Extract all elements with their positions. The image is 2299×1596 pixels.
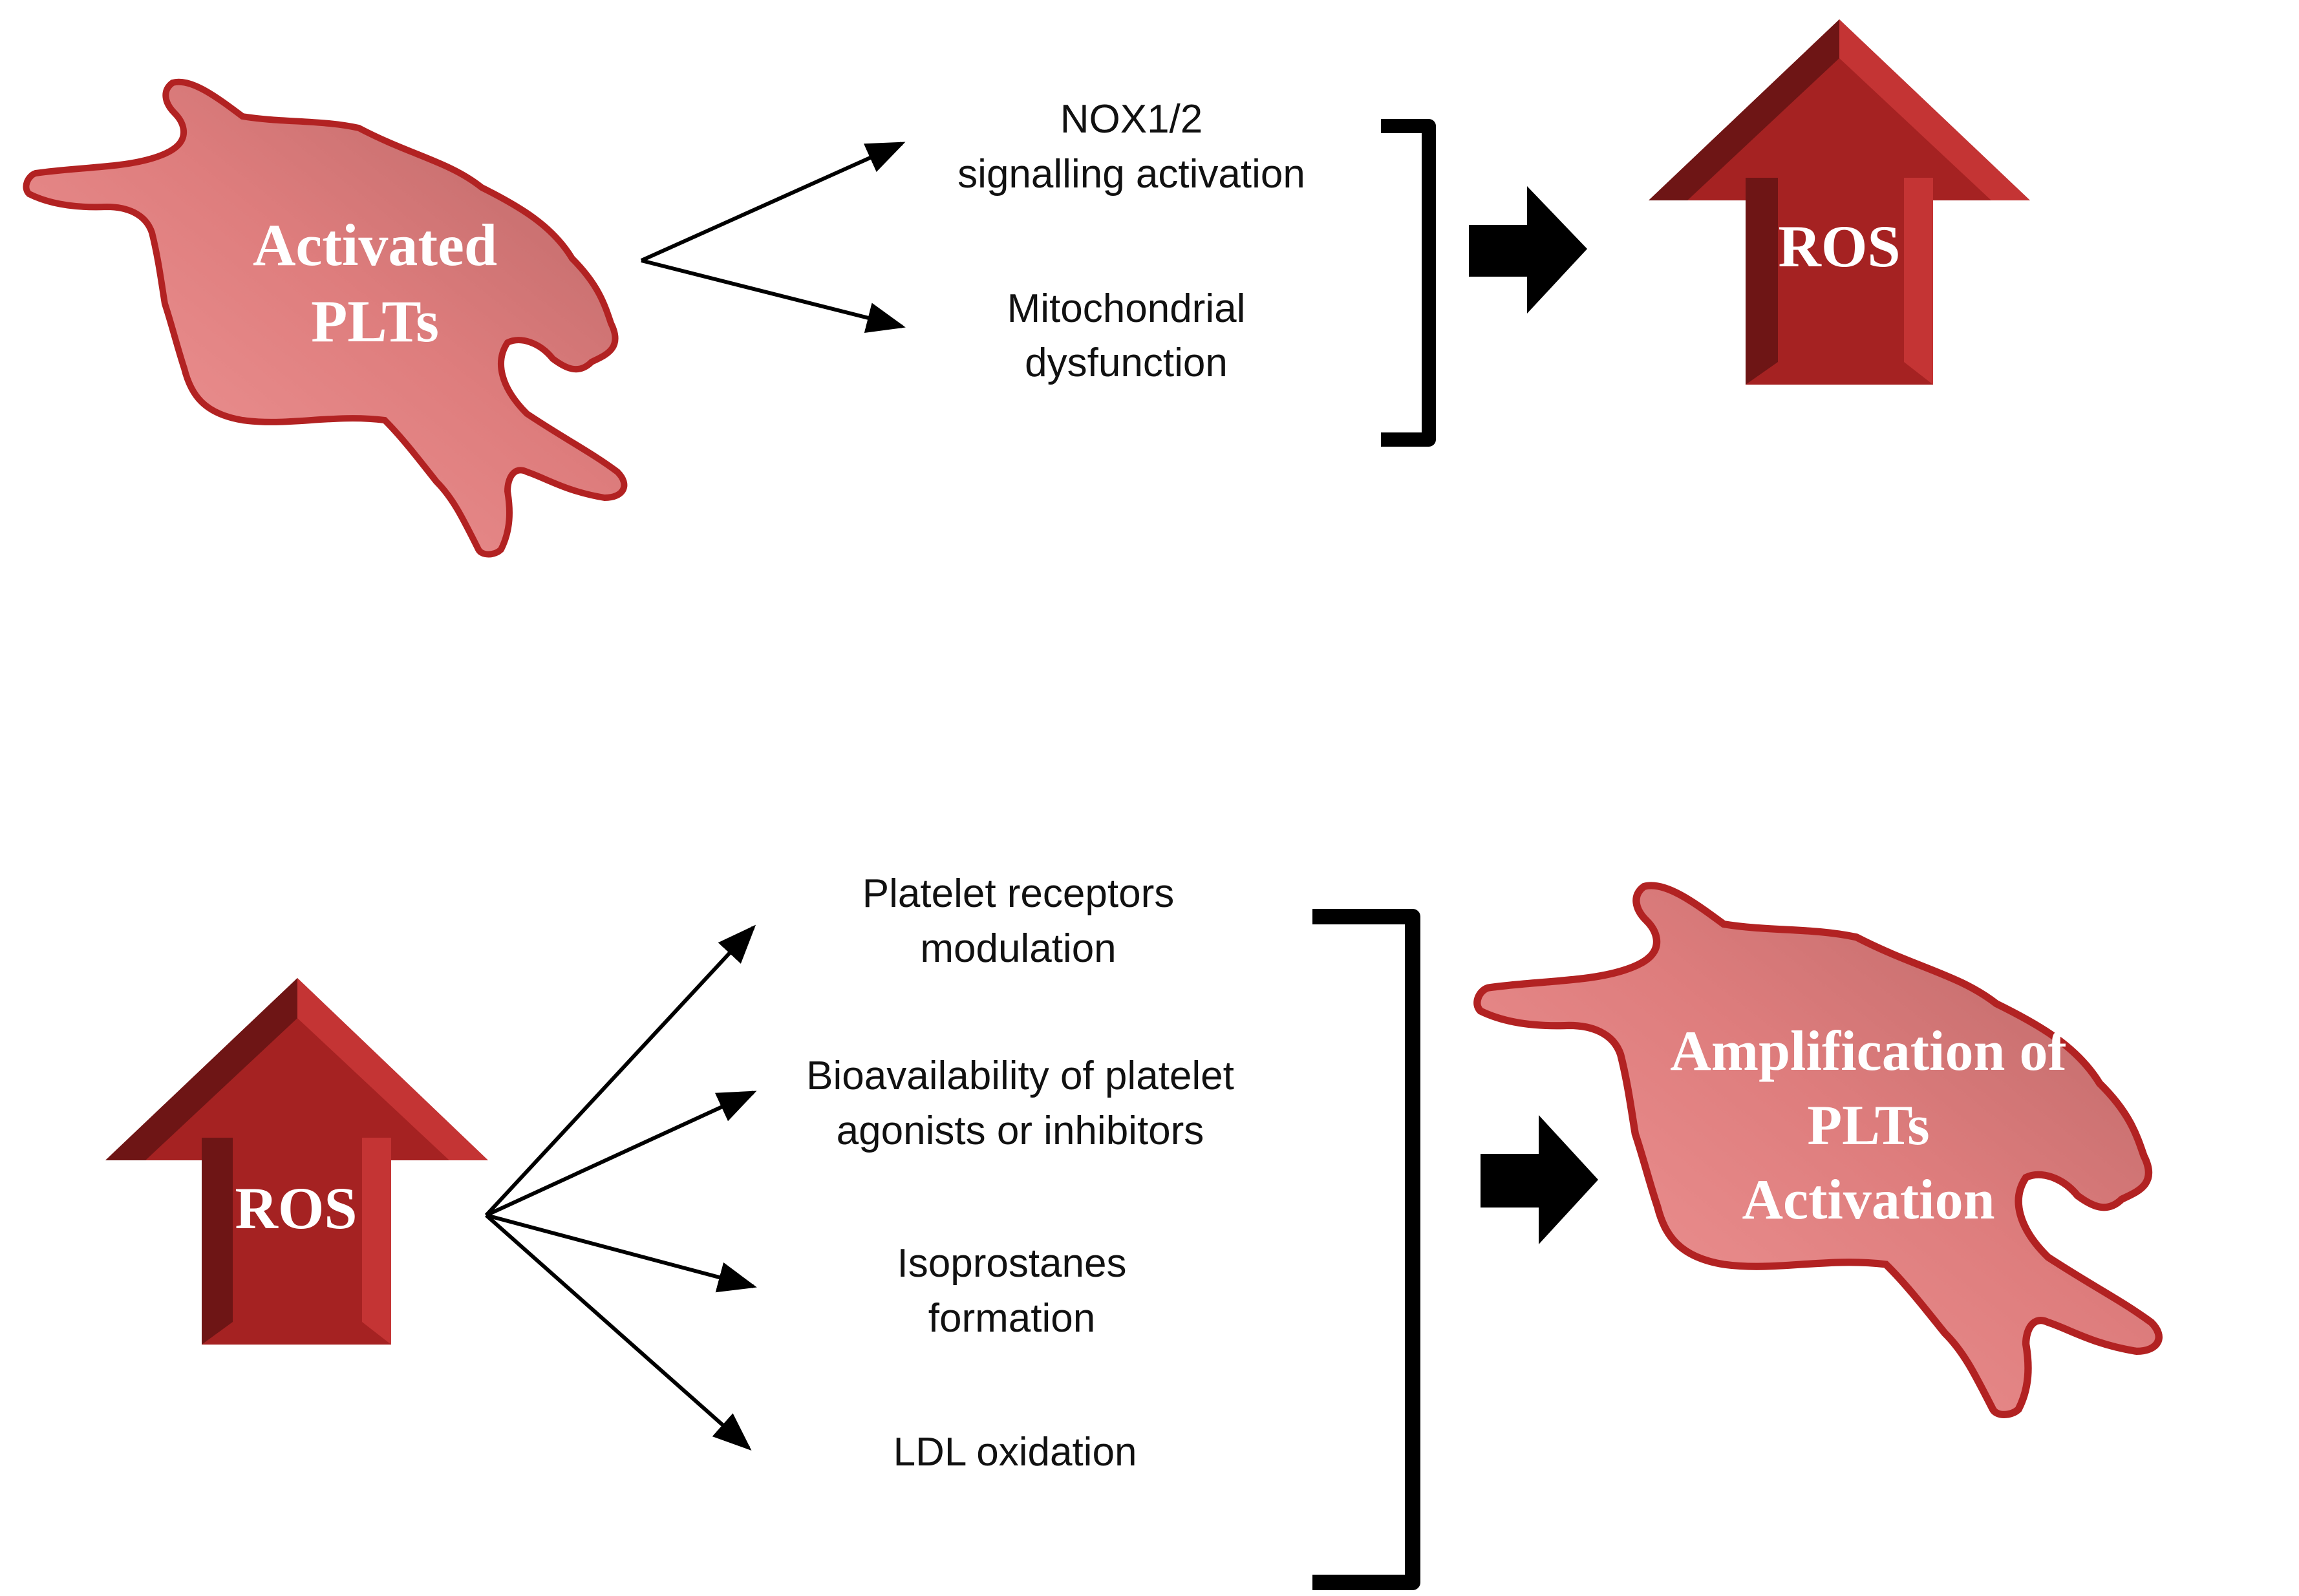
- arrow-to-nox: [640, 142, 906, 262]
- nox-label-line1: NOX1/2: [1060, 97, 1203, 142]
- ros-up-arrow-bottom: ROS: [105, 978, 488, 1345]
- activated-plts-label-line2: PLTs: [311, 288, 439, 354]
- item-ldl-line1: LDL oxidation: [893, 1430, 1137, 1474]
- amplification-label-line3: Activation: [1742, 1169, 1994, 1231]
- bottom-branch-arrows: [484, 924, 757, 1451]
- top-block-arrow: [1469, 186, 1587, 314]
- bottom-bracket: [1312, 909, 1420, 1590]
- arrow-to-isoprostanes: [486, 1213, 757, 1293]
- top-branch-arrows: [640, 142, 906, 334]
- item-bioavailability-line1: Bioavailability of platelet: [806, 1054, 1234, 1098]
- item-receptors-line1: Platelet receptors: [862, 871, 1174, 916]
- item-receptors-line2: modulation: [920, 926, 1116, 971]
- amplification-label-line2: PLTs: [1807, 1094, 1929, 1157]
- arrow-to-bioavailability: [485, 1091, 757, 1217]
- ros-up-arrow-top: ROS: [1649, 19, 2030, 385]
- ros-label-bottom: ROS: [235, 1175, 357, 1241]
- mitochondrial-label-line2: dysfunction: [1025, 341, 1228, 385]
- top-bracket: [1381, 119, 1436, 447]
- item-isoprostanes-line1: Isoprostanes: [897, 1241, 1127, 1286]
- amplification-cell: Amplification of PLTs Activation: [1477, 886, 2159, 1415]
- arrow-to-ldl: [485, 1213, 752, 1451]
- bottom-block-arrow: [1481, 1115, 1598, 1244]
- arrow-to-receptors: [484, 924, 756, 1217]
- mitochondrial-label-line1: Mitochondrial: [1007, 286, 1246, 331]
- activated-plts-label-line1: Activated: [253, 212, 497, 278]
- nox-label-line2: signalling activation: [957, 152, 1305, 197]
- amplification-label-line1: Amplification of: [1670, 1020, 2068, 1083]
- item-bioavailability-line2: agonists or inhibitors: [837, 1109, 1204, 1153]
- item-isoprostanes-line2: formation: [928, 1296, 1095, 1341]
- activated-plts-cell: Activated PLTs: [26, 82, 624, 555]
- ros-label-top: ROS: [1778, 213, 1900, 279]
- arrow-to-mitochondrial: [641, 259, 906, 334]
